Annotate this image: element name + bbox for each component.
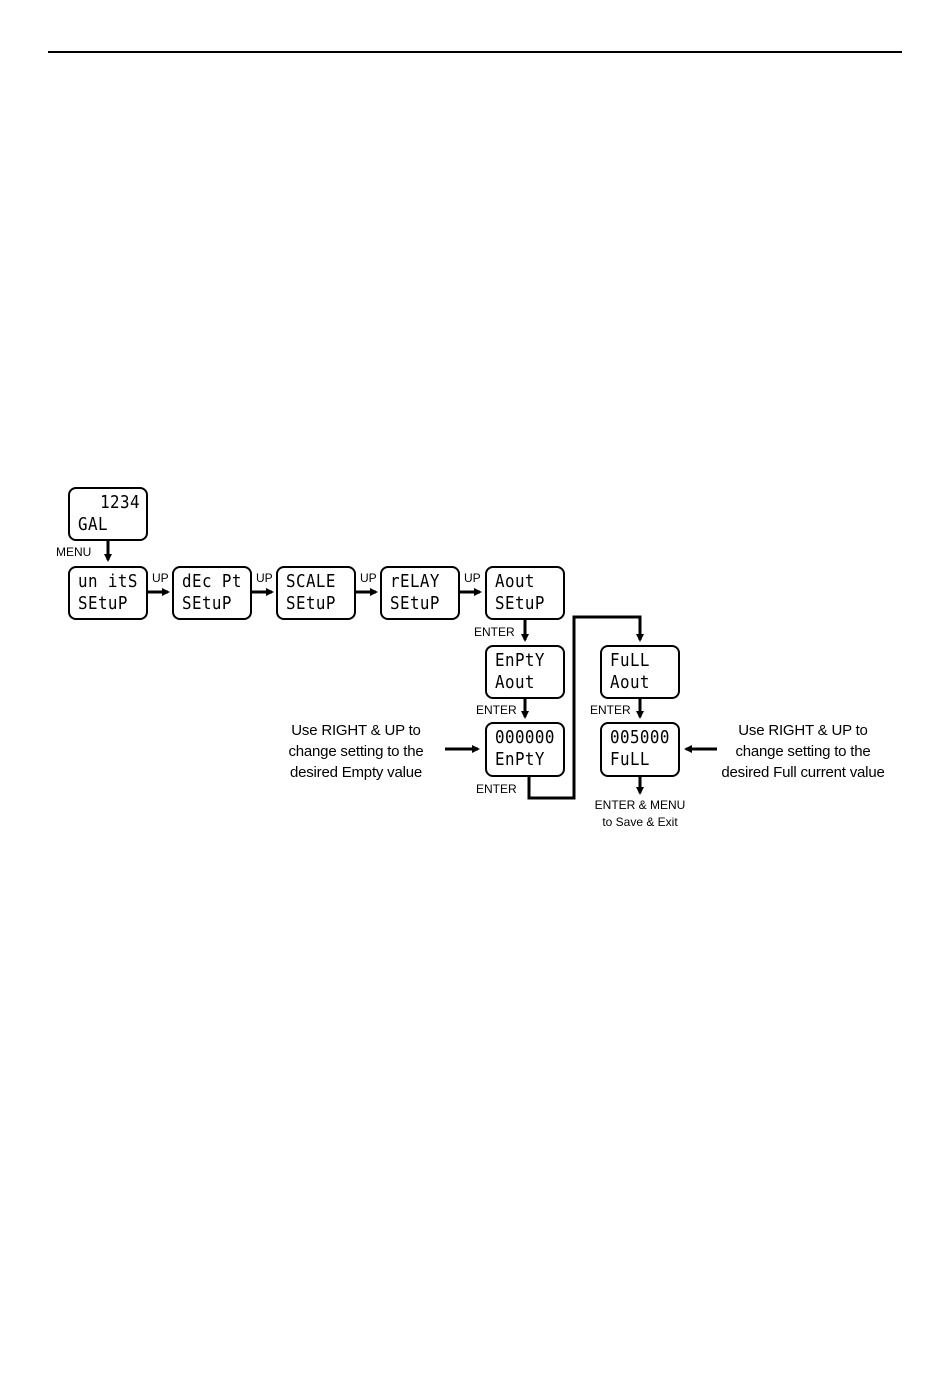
label-enter-1: ENTER [474,625,515,639]
display-empty-aout: EnPtY Aout [485,645,565,699]
display-scale-line1: SCALE [286,571,336,592]
display-fullval-line1: 005000 [610,727,670,748]
label-up-3: UP [360,571,377,585]
display-empty-value: 000000 EnPtY [485,722,565,777]
display-decpt-setup: dEc Pt SEtuP [172,566,252,620]
label-up-1: UP [152,571,169,585]
label-up-4: UP [464,571,481,585]
display-aout-line1: Aout [495,571,535,592]
note-empty-line3: desired Empty value [289,764,423,781]
display-scale-line2: SEtuP [286,593,336,614]
note-empty: Use RIGHT & UP to change setting to the … [268,720,444,783]
label-up-2: UP [256,571,273,585]
display-relay-setup: rELAY SEtuP [380,566,460,620]
arrow-enter-3 [527,615,644,800]
label-enter-3: ENTER [476,782,517,796]
display-full-value: 005000 FuLL [600,722,680,777]
label-enter-2: ENTER [476,703,517,717]
display-empty-line1: EnPtY [495,650,545,671]
display-fullval-line2: FuLL [610,749,650,770]
label-save-exit: ENTER & MENU to Save & Exit [584,797,696,831]
display-aout-setup: Aout SEtuP [485,566,565,620]
display-aout-line2: SEtuP [495,593,545,614]
note-empty-line2: change setting to the [288,743,424,760]
display-units-line1: un itS [78,571,138,592]
note-full-line2: change setting to the [735,743,871,760]
note-full-line1: Use RIGHT & UP to [738,722,868,739]
display-full-line2: Aout [610,672,650,693]
note-empty-line1: Use RIGHT & UP to [291,722,421,739]
header-rule [48,51,902,53]
label-enter-4: ENTER [590,703,631,717]
display-units-line2: SEtuP [78,593,128,614]
display-decpt-line1: dEc Pt [182,571,242,592]
display-emptyval-line1: 000000 [495,727,555,748]
display-emptyval-line2: EnPtY [495,749,545,770]
display-relay-line1: rELAY [390,571,440,592]
label-save-exit-line1: ENTER & MENU [594,798,686,812]
display-decpt-line2: SEtuP [182,593,232,614]
display-relay-line2: SEtuP [390,593,440,614]
display-empty-line2: Aout [495,672,535,693]
display-scale-setup: SCALE SEtuP [276,566,356,620]
display-home: 1234 GAL [68,487,148,541]
display-full-line1: FuLL [610,650,650,671]
display-full-aout: FuLL Aout [600,645,680,699]
label-save-exit-line2: to Save & Exit [602,815,678,829]
display-home-line2: GAL [78,514,108,535]
label-menu: MENU [56,545,92,559]
display-units-setup: un itS SEtuP [68,566,148,620]
note-full-line3: desired Full current value [721,764,885,781]
display-home-line1: 1234 [100,492,140,513]
note-full: Use RIGHT & UP to change setting to the … [710,720,896,783]
